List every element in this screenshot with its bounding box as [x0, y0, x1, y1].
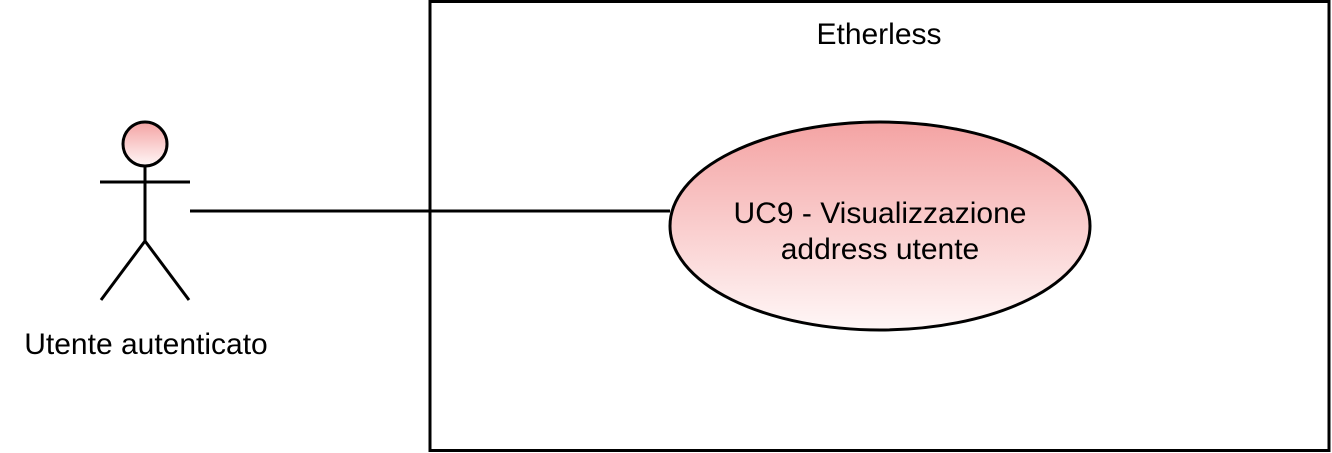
actor-left-leg: [99, 240, 147, 301]
system-boundary-title: Etherless: [816, 18, 941, 51]
actor-utente-autenticato[interactable]: [99, 120, 191, 301]
actor-label: Utente autenticato: [24, 328, 268, 361]
use-case-uc9[interactable]: [668, 120, 1092, 332]
use-case-label-line2: address utente: [781, 233, 979, 266]
actor-right-leg: [143, 240, 191, 301]
actor-head-icon: [121, 120, 169, 168]
use-case-label-line1: UC9 - Visualizzazione: [734, 197, 1027, 230]
